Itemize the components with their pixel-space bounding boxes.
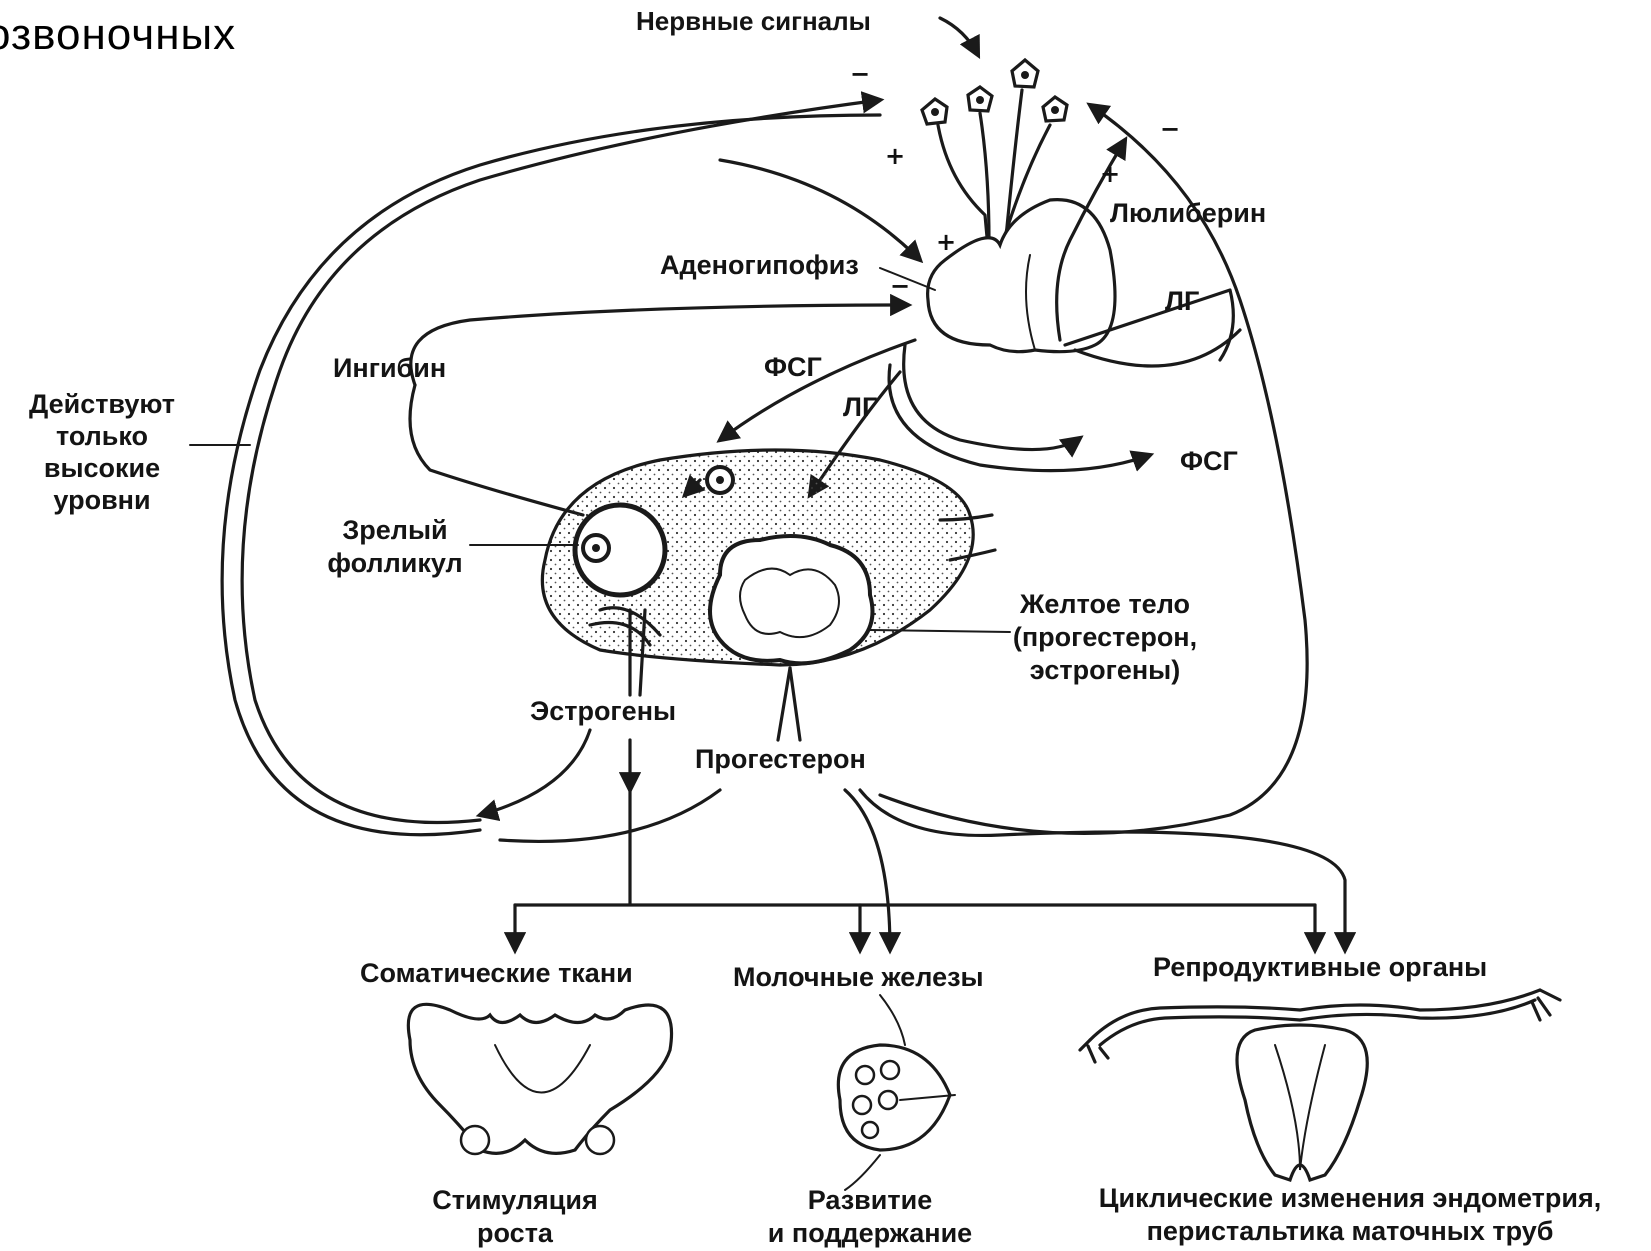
uterus-icon <box>1080 990 1560 1180</box>
label-estrogens: Эстрогены <box>530 696 676 727</box>
label-corpus-luteum: Желтое тело (прогестерон, эстрогены) <box>985 588 1225 687</box>
development-line-2: и поддержание <box>745 1217 995 1250</box>
sign-minus-mid: − <box>890 272 910 300</box>
progesterone-to-loop <box>500 790 720 841</box>
label-mammary-glands: Молочные железы <box>733 962 984 993</box>
sign-minus-right: − <box>1160 115 1180 143</box>
label-luliberin: Люлиберин <box>1110 198 1266 229</box>
progesterone-stem <box>778 668 790 740</box>
label-cyclic-changes: Циклические изменения эндометрия, перист… <box>1060 1182 1640 1248</box>
sign-plus-left: + <box>885 142 905 170</box>
fsh-right-arc-2 <box>889 365 1150 471</box>
label-fsh-right: ФСГ <box>1180 446 1238 477</box>
label-progesterone: Прогестерон <box>695 744 866 775</box>
corpus-luteum-line-1: Желтое тело <box>985 588 1225 621</box>
mammary-gland-icon <box>838 995 955 1190</box>
high-levels-line-4: уровни <box>12 484 192 516</box>
mature-follicle-line-1: Зрелый <box>320 514 470 547</box>
growth-line-1: Стимуляция <box>405 1184 625 1217</box>
mature-follicle-line-2: фолликул <box>320 547 470 580</box>
label-high-levels: Действуют только высокие уровни <box>12 388 192 516</box>
progesterone-to-mammary <box>845 790 890 950</box>
inhibin-from-follicle <box>410 385 583 515</box>
cyclic-line-1: Циклические изменения эндометрия, <box>1060 1182 1640 1215</box>
corpus-luteum-line-2: (прогестерон, <box>985 621 1225 654</box>
high-levels-line-1: Действуют <box>12 388 192 420</box>
label-lh-mid: ЛГ <box>843 392 877 423</box>
label-reproductive-organs: Репродуктивные органы <box>1153 952 1487 983</box>
label-adenohypophysis: Аденогипофиз <box>660 250 859 281</box>
pituitary-icon <box>928 200 1115 352</box>
fsh-right-arc <box>904 345 1080 450</box>
cyclic-line-2: перистальтика маточных труб <box>1060 1215 1640 1248</box>
ovary-icon <box>542 450 995 665</box>
label-somatic-tissues: Соматические ткани <box>360 958 633 989</box>
label-lh-top: ЛГ <box>1165 286 1199 317</box>
sign-minus-top: − <box>850 60 870 88</box>
high-levels-line-3: высокие <box>12 452 192 484</box>
label-inhibin: Ингибин <box>333 353 446 384</box>
estrogen-to-loop <box>480 730 590 815</box>
high-levels-line-2: только <box>12 420 192 452</box>
label-fsh-left: ФСГ <box>764 352 822 383</box>
label-nerve-signals: Нервные сигналы <box>636 6 871 37</box>
nerve-signal-arrow <box>940 18 978 55</box>
development-line-1: Развитие <box>745 1184 995 1217</box>
sign-plus-right: + <box>1100 160 1120 188</box>
corpus-luteum-line-3: эстрогены) <box>985 654 1225 687</box>
pelvis-icon <box>408 1004 671 1154</box>
label-growth-stimulation: Стимуляция роста <box>405 1184 625 1250</box>
label-development-support: Развитие и поддержание <box>745 1184 995 1250</box>
feedback-to-pituitary <box>720 160 920 260</box>
label-mature-follicle: Зрелый фолликул <box>320 514 470 580</box>
sign-plus-mid: + <box>936 228 956 256</box>
growth-line-2: роста <box>405 1217 625 1250</box>
